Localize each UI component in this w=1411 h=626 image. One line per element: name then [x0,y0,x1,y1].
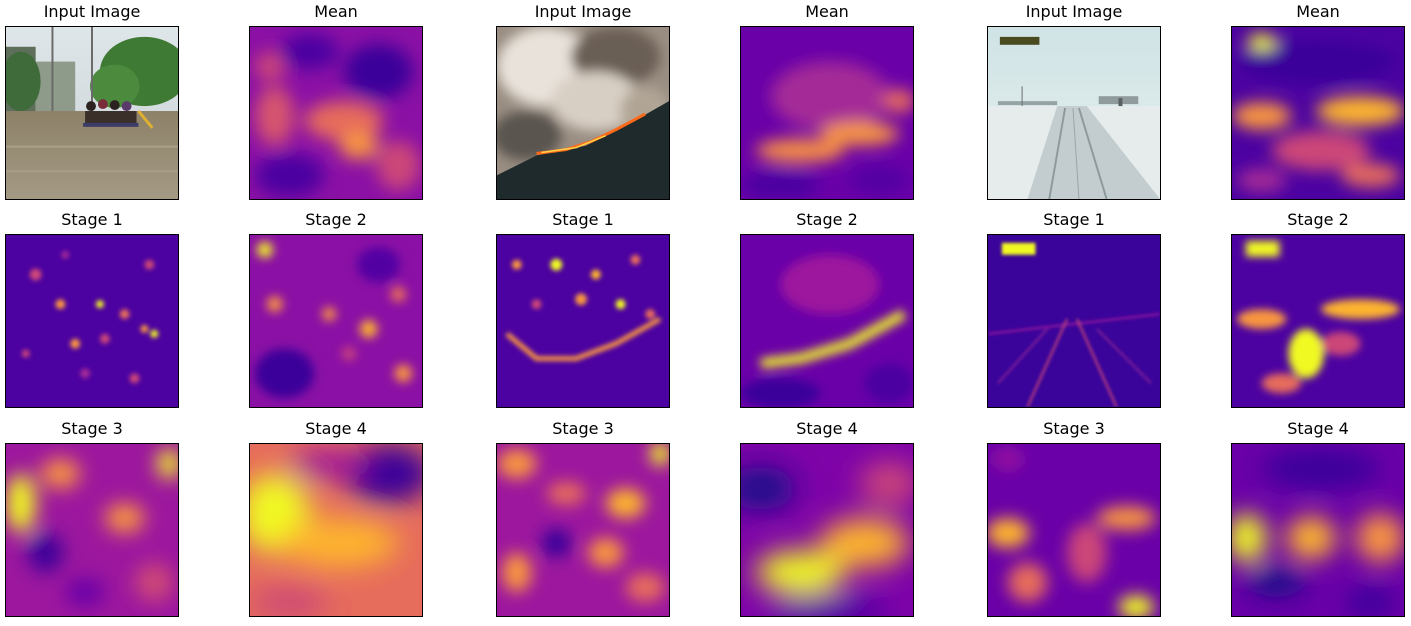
panel-title: Stage 1 [61,210,123,229]
panel-title: Stage 2 [1287,210,1349,229]
heatmap [1231,443,1405,617]
panel-title: Stage 4 [305,419,367,438]
heatmap [740,26,914,200]
panel-title: Stage 1 [552,210,614,229]
panel-title: Stage 2 [305,210,367,229]
heatmap [496,234,670,408]
heatmap [249,234,423,408]
panel-title: Mean [314,2,358,21]
heatmap [249,26,423,200]
panel-title: Stage 4 [796,419,858,438]
panel-title: Stage 3 [552,419,614,438]
panel-title: Input Image [43,2,141,21]
panel-title: Mean [805,2,849,21]
heatmap [740,443,914,617]
heatmap [249,443,423,617]
panel-title: Stage 3 [1043,419,1105,438]
panel-title: Stage 1 [1043,210,1105,229]
panel-title: Stage 4 [1287,419,1349,438]
flood-photo [5,26,179,200]
panel-title: Input Image [1025,2,1123,21]
panel-title: Mean [1296,2,1340,21]
heatmap [5,443,179,617]
panel-title: Input Image [534,2,632,21]
heatmap [1231,234,1405,408]
heatmap [5,234,179,408]
heatmap [740,234,914,408]
heatmap [1231,26,1405,200]
heatmap [987,234,1161,408]
heatmap [496,443,670,617]
snowstorm-photo [987,26,1161,200]
panel-title: Stage 3 [61,419,123,438]
wildfire-photo [496,26,670,200]
panel-title: Stage 2 [796,210,858,229]
heatmap [987,443,1161,617]
